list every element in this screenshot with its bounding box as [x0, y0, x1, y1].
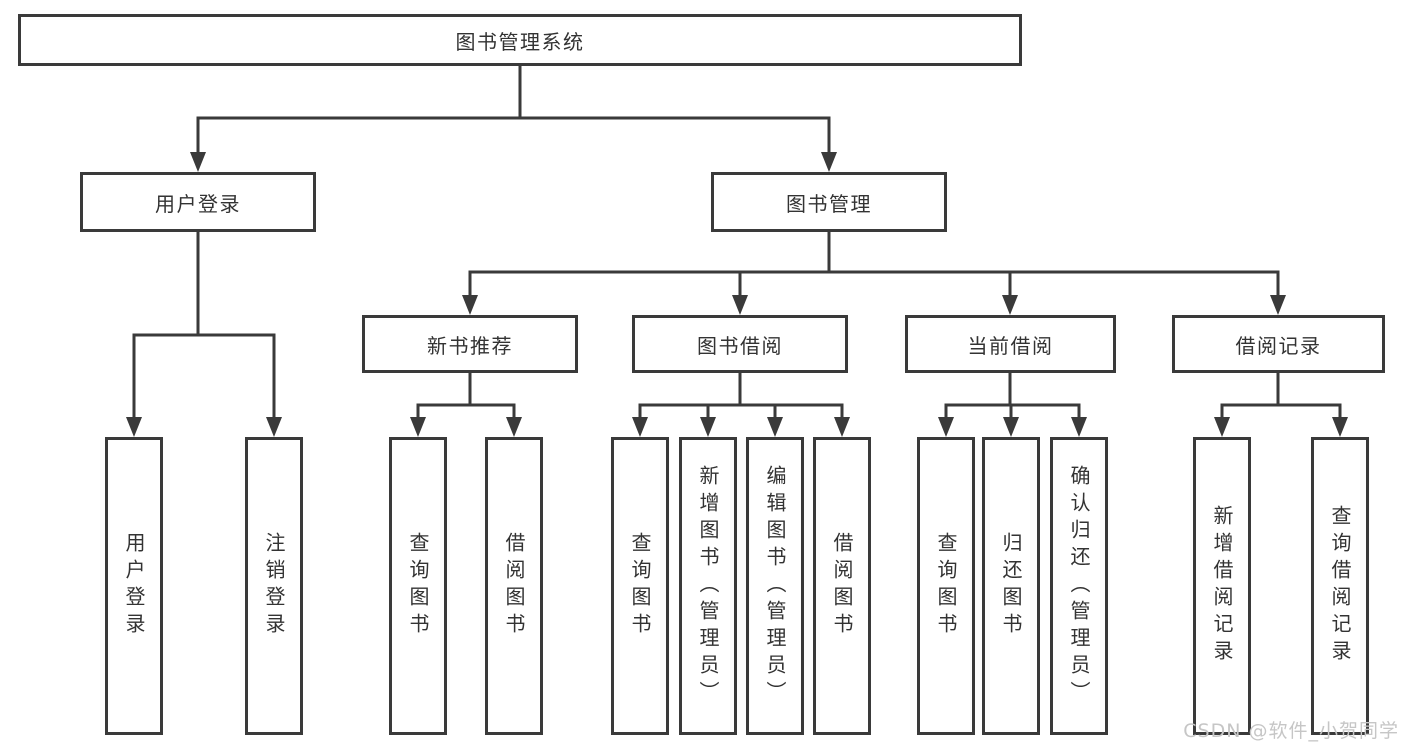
node-root: 图书管理系统 — [18, 14, 1022, 66]
node-new-book-recommend: 新书推荐 — [362, 315, 578, 373]
node-leaf-add-borrow-record: 新增借阅记录 — [1193, 437, 1251, 735]
node-label-leaf-query-books-current: 查询图书 — [934, 532, 958, 640]
node-leaf-query-books-recommend: 查询图书 — [389, 437, 447, 735]
node-leaf-confirm-return-admin: 确认归还（管理员） — [1050, 437, 1108, 735]
node-label-leaf-query-books-borrowing: 查询图书 — [628, 532, 652, 640]
node-label-leaf-return-books: 归还图书 — [999, 532, 1023, 640]
node-leaf-borrow-books-recommend: 借阅图书 — [485, 437, 543, 735]
node-leaf-borrow-books-borrowing: 借阅图书 — [813, 437, 871, 735]
node-borrowing-records: 借阅记录 — [1172, 315, 1385, 373]
node-leaf-query-books-borrowing: 查询图书 — [611, 437, 669, 735]
node-label-book-borrowing: 图书借阅 — [697, 333, 783, 358]
node-label-leaf-add-borrow-record: 新增借阅记录 — [1210, 505, 1234, 667]
node-leaf-add-books-admin: 新增图书（管理员） — [679, 437, 737, 735]
node-current-borrowing: 当前借阅 — [905, 315, 1116, 373]
node-leaf-query-books-current: 查询图书 — [917, 437, 975, 735]
node-label-leaf-query-borrow-record: 查询借阅记录 — [1328, 505, 1352, 667]
node-book-management: 图书管理 — [711, 172, 947, 232]
node-label-leaf-add-books-admin: 新增图书（管理员） — [696, 464, 720, 708]
node-label-current-borrowing: 当前借阅 — [967, 333, 1054, 358]
node-label-leaf-logout: 注销登录 — [262, 532, 286, 640]
node-label-borrowing-records: 借阅记录 — [1235, 333, 1322, 358]
node-label-leaf-confirm-return-admin: 确认归还（管理员） — [1067, 464, 1091, 708]
node-leaf-logout: 注销登录 — [245, 437, 303, 735]
node-label-leaf-borrow-books-borrowing: 借阅图书 — [830, 532, 854, 640]
node-label-leaf-edit-books-admin: 编辑图书（管理员） — [763, 464, 787, 708]
node-leaf-user-login: 用户登录 — [105, 437, 163, 735]
watermark-text: CSDN @软件_小贺同学 — [1183, 720, 1399, 742]
node-label-leaf-query-books-recommend: 查询图书 — [406, 532, 430, 640]
node-label-root: 图书管理系统 — [455, 29, 585, 54]
node-leaf-return-books: 归还图书 — [982, 437, 1040, 735]
node-label-book-management: 图书管理 — [786, 191, 872, 216]
node-label-user-login: 用户登录 — [155, 191, 241, 216]
node-leaf-query-borrow-record: 查询借阅记录 — [1311, 437, 1369, 735]
node-book-borrowing: 图书借阅 — [632, 315, 848, 373]
node-label-leaf-user-login: 用户登录 — [122, 532, 146, 640]
node-label-leaf-borrow-books-recommend: 借阅图书 — [502, 532, 526, 640]
node-leaf-edit-books-admin: 编辑图书（管理员） — [746, 437, 804, 735]
node-label-new-book-recommend: 新书推荐 — [427, 333, 513, 358]
node-user-login: 用户登录 — [80, 172, 316, 232]
